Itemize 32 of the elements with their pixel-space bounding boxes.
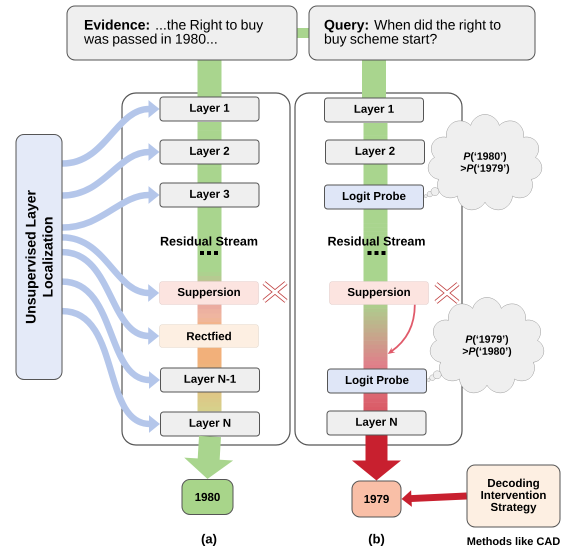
rectified-box: Rectfied: [159, 324, 259, 348]
layer-box: Layer 1: [324, 98, 424, 122]
panel-label: (b): [368, 534, 384, 546]
thought-bubbles: [424, 187, 440, 198]
suppression-box: Suppersion: [159, 281, 259, 305]
stream-label: Residual Stream: [160, 236, 258, 246]
answer-box: 1980: [182, 479, 234, 515]
layer-box: Layer 1: [160, 96, 260, 122]
connector: [198, 60, 222, 96]
thought-bubbles: [426, 370, 442, 382]
evidence-box: Evidence: ...the Right to buy was passed in 1980...: [66, 6, 298, 60]
stream-label: Residual Stream: [328, 236, 425, 246]
layer-box: Layer N: [160, 412, 260, 436]
query-box: Query: When did the right to buy scheme start?: [308, 6, 536, 60]
model-panel: [121, 92, 291, 446]
layer-box: Layer N: [326, 410, 426, 436]
answer-box: 1979: [352, 480, 402, 518]
logit-probe-box: Logit Probe: [324, 184, 424, 210]
localization-box: Unsupervised Layer Localization: [16, 134, 62, 380]
connector: [362, 60, 386, 98]
connector: [298, 28, 308, 38]
thought-cloud: P(‘1980’) >P(‘1979’): [428, 114, 542, 210]
layer-box: Layer 2: [325, 140, 425, 164]
layer-box: Layer 2: [160, 140, 260, 164]
thought-cloud: P(‘1979’) >P(‘1980’): [430, 297, 544, 394]
layer-box: Layer 3: [160, 182, 260, 208]
panel-label: (a): [202, 534, 216, 546]
suppression-box: Suppersion: [329, 281, 429, 305]
strategy-box: Decoding Intervention Strategy: [466, 464, 560, 528]
node-label: Methods like CAD: [467, 537, 560, 546]
layer-box: Layer N-1: [160, 368, 260, 392]
logit-probe-box: Logit Probe: [327, 368, 427, 394]
